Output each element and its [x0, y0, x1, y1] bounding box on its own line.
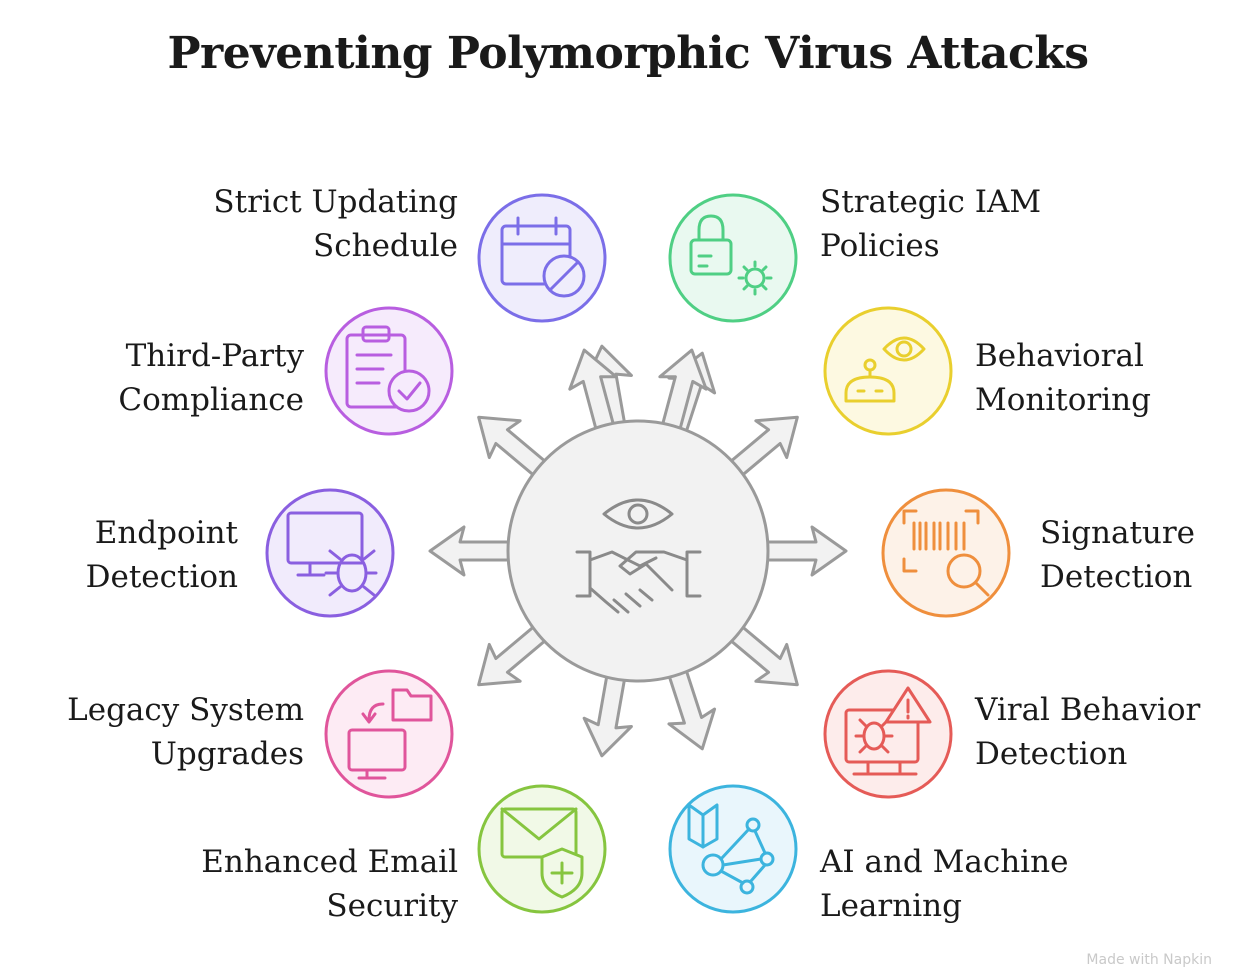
node-ai-and-machine-learning	[668, 784, 798, 914]
node-circle	[823, 306, 953, 436]
label-enhanced-email-security: Enhanced Email Security	[201, 844, 458, 924]
node-enhanced-email-security	[477, 784, 607, 914]
handshake-icon	[575, 550, 702, 614]
label-strategic-iam-policies: Strategic IAM Policies	[820, 184, 1042, 264]
calendar-blocked-icon	[500, 216, 586, 298]
node-endpoint-detection	[265, 488, 395, 618]
node-circle	[823, 669, 953, 799]
node-viral-behavior-detection	[823, 669, 953, 799]
node-circle	[477, 193, 607, 323]
clipboard-check-icon	[345, 325, 431, 413]
node-circle	[668, 193, 798, 323]
book-network-icon	[687, 803, 775, 895]
node-circle	[477, 784, 607, 914]
node-signature-detection	[881, 488, 1011, 618]
node-strategic-iam-policies	[668, 193, 798, 323]
label-endpoint-detection: Endpoint Detection	[85, 515, 238, 595]
node-behavioral-monitoring	[823, 306, 953, 436]
monitor-folder-icon	[347, 688, 433, 780]
label-viral-behavior-detection: Viral Behavior Detection	[975, 692, 1201, 772]
diagram-title: Preventing Polymorphic Virus Attacks	[167, 28, 1089, 79]
lock-gear-icon	[689, 214, 773, 296]
barcode-search-icon	[902, 509, 990, 597]
label-ai-and-machine-learning: AI and Machine Learning	[820, 844, 1069, 924]
label-signature-detection: Signature Detection	[1040, 515, 1196, 595]
node-circle	[881, 488, 1011, 618]
node-strict-updating-schedule	[477, 193, 607, 323]
mail-shield-icon	[500, 807, 584, 899]
node-third-party-compliance	[324, 306, 454, 436]
eye-icon	[602, 498, 674, 530]
virus-hub	[428, 344, 848, 758]
label-behavioral-monitoring: Behavioral Monitoring	[975, 338, 1151, 418]
watermark: Made with Napkin	[1086, 952, 1212, 968]
label-strict-updating-schedule: Strict Updating Schedule	[213, 184, 458, 264]
node-circle	[324, 669, 454, 799]
node-circle	[265, 488, 395, 618]
label-third-party-compliance: Third-Party Compliance	[118, 338, 304, 418]
label-legacy-system-upgrades: Legacy System Upgrades	[67, 692, 304, 772]
monitor-bug-icon	[286, 511, 378, 597]
robot-eye-icon	[844, 336, 926, 403]
monitor-bug-warning-icon	[844, 686, 932, 776]
node-legacy-system-upgrades	[324, 669, 454, 799]
